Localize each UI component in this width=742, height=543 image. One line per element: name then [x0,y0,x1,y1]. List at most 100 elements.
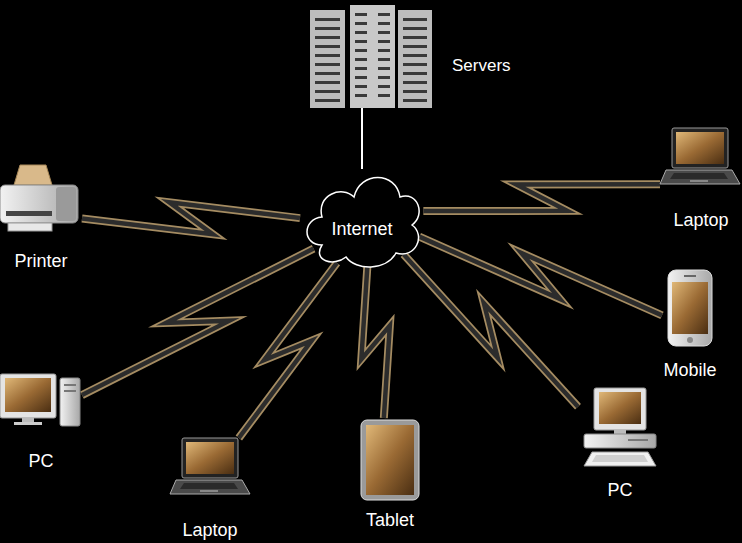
icon-rect [315,54,340,57]
icon-rect [398,10,432,108]
icon-rect [60,378,80,426]
icon-rect [403,72,427,75]
icon-rect [5,378,51,412]
icon-polygon [592,455,648,462]
icon-rect [378,94,390,97]
icon-rect [14,422,42,425]
icon-rect [355,13,367,16]
node-label: Mobile [632,359,742,381]
icon-rect [355,22,367,25]
icon-circle [687,337,693,343]
icon-rect [315,99,340,102]
icon-rect [403,36,427,39]
network-cloud: Internet [300,163,424,273]
servers-icon [302,5,422,108]
icon-rect [584,434,656,448]
bolt-outline [404,254,578,406]
network-link [361,267,390,418]
icon-rect [684,275,696,277]
icon-rect [403,45,427,48]
icon-rect [350,5,395,108]
icon-rect [668,270,712,346]
device-node: PC [0,370,82,472]
icon-rect [56,187,76,221]
icon-rect [0,185,78,223]
device-node: Laptop [170,438,250,541]
bolt-core [82,202,300,234]
node-label: Laptop [150,519,270,541]
bolt-outline [419,237,662,316]
link-line [361,108,363,169]
network-link [362,108,363,169]
icon-rect [690,180,708,182]
node-label: Servers [452,55,542,77]
icon-rect [378,13,390,16]
icon-rect [676,132,724,164]
icon-rect [355,40,367,43]
icon-rect [6,211,52,216]
network-link [82,249,314,395]
icon-line [361,121,363,160]
node-label: PC [560,479,680,501]
icon-rect [378,85,390,88]
device-node: Laptop [660,128,742,231]
icon-rect [315,81,340,84]
icon-rect [378,22,390,25]
icon-rect [403,99,427,102]
icon-polygon [584,452,656,466]
device-node: PC [578,386,662,501]
icon-rect [355,94,367,97]
bolt-core [404,254,578,406]
icon-rect [361,420,419,500]
network-link [82,202,300,234]
bolt-outline [82,249,314,395]
bolt-outline [239,263,337,438]
icon-rect [315,63,340,66]
bolt-core [82,249,314,395]
icon-rect [403,81,427,84]
network-link [404,254,578,406]
icon-rect [378,76,390,79]
icon-rect [403,18,427,21]
bolt-core [239,263,337,438]
icon-rect [403,90,427,93]
device-node: Tablet [358,418,422,531]
icon-rect [315,90,340,93]
icon-rect [378,31,390,34]
device-node: Printer [0,165,82,272]
icon-rect [672,282,708,334]
icon-rect [0,374,56,418]
icon-rect [403,54,427,57]
bolt-core [361,267,390,418]
icon-rect [315,18,340,21]
icon-rect [378,40,390,43]
device-node: Servers [302,5,422,108]
icon-polygon [660,170,740,184]
bolt-core [419,237,662,316]
icon-rect [355,67,367,70]
bolt-core [423,184,660,211]
bolt-outline [423,184,660,211]
icon-polygon [14,165,52,185]
icon-rect [315,27,340,30]
icon-rect [378,58,390,61]
network-link [239,263,337,438]
icon-rect [315,45,340,48]
icon-rect [310,10,345,108]
icon-rect [182,438,238,478]
icon-rect [64,384,76,386]
node-label: Laptop [640,209,742,231]
icon-rect [403,27,427,30]
icon-rect [366,425,414,495]
node-label: Internet [300,218,424,240]
icon-rect [355,49,367,52]
icon-polygon [670,173,728,179]
node-label: Tablet [330,509,450,531]
icon-rect [628,439,648,441]
icon-rect [403,63,427,66]
bolt-outline [82,202,300,234]
icon-polygon [170,480,250,494]
icon-rect [355,31,367,34]
icon-polygon [180,483,238,489]
icon-rect [599,392,641,424]
